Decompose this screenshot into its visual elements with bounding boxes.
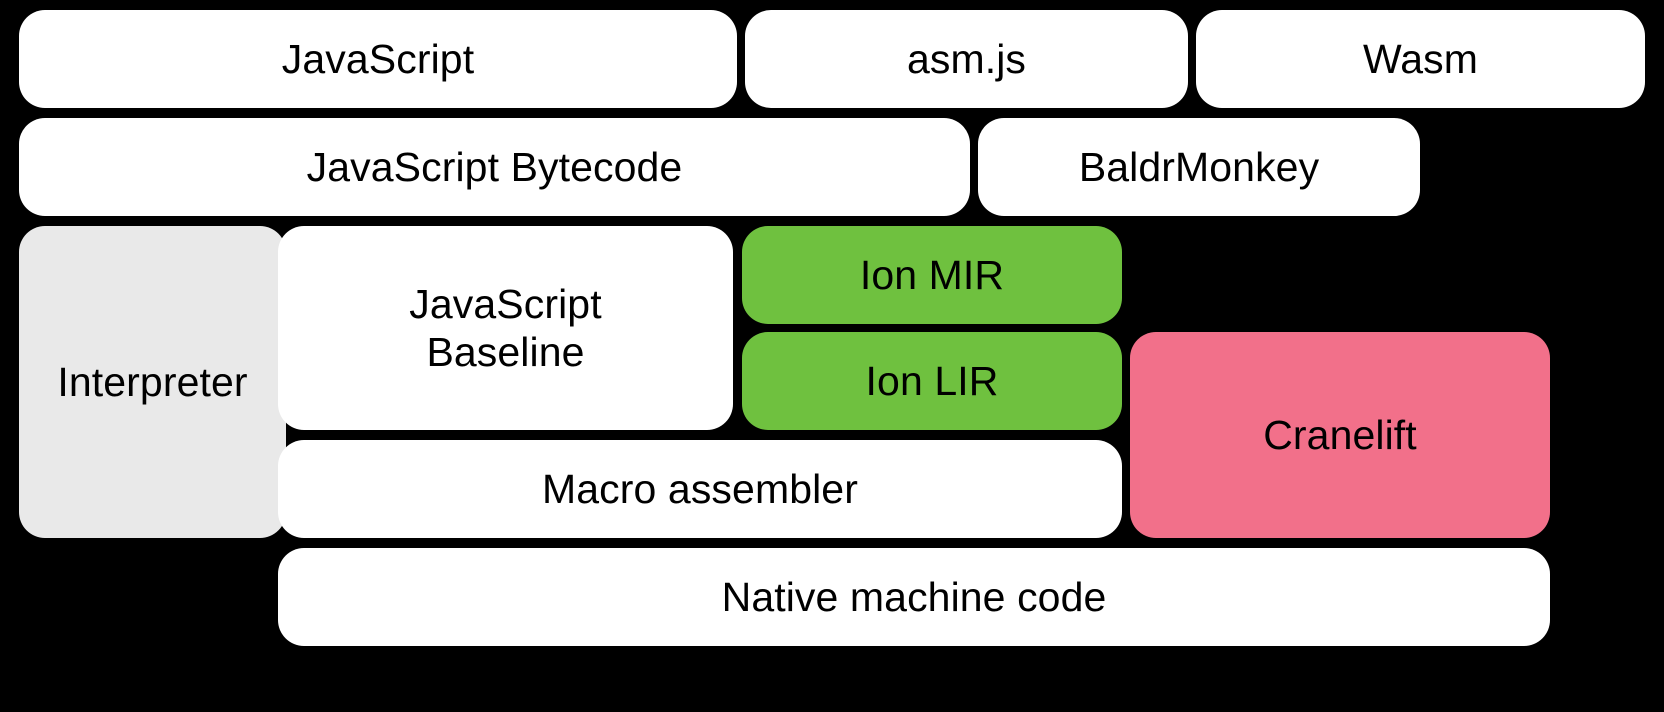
node-asmjs: asm.js xyxy=(745,10,1188,108)
node-label: JavaScript xyxy=(281,35,475,82)
node-label: Ion LIR xyxy=(865,357,999,404)
node-label: asm.js xyxy=(906,35,1027,82)
node-label: Macro assembler xyxy=(542,465,858,512)
node-wasm: Wasm xyxy=(1196,10,1645,108)
node-baldrmonkey: BaldrMonkey xyxy=(978,118,1420,216)
node-javascript-baseline: JavaScript Baseline xyxy=(278,226,733,430)
node-ion-lir: Ion LIR xyxy=(742,332,1122,430)
node-js-bytecode: JavaScript Bytecode xyxy=(19,118,970,216)
node-label: Ion MIR xyxy=(859,251,1005,298)
node-cranelift: Cranelift xyxy=(1130,332,1550,538)
node-label: JavaScript Baseline xyxy=(409,280,602,375)
node-javascript: JavaScript xyxy=(19,10,737,108)
node-label: Native machine code xyxy=(721,573,1107,620)
node-label: Cranelift xyxy=(1263,411,1417,458)
node-native-machine-code: Native machine code xyxy=(278,548,1550,646)
node-label: Wasm xyxy=(1362,35,1479,82)
node-label: Interpreter xyxy=(57,358,248,405)
node-label: BaldrMonkey xyxy=(1078,143,1320,190)
node-label: JavaScript Bytecode xyxy=(306,143,683,190)
node-ion-mir: Ion MIR xyxy=(742,226,1122,324)
node-macro-assembler: Macro assembler xyxy=(278,440,1122,538)
node-interpreter: Interpreter xyxy=(19,226,286,538)
